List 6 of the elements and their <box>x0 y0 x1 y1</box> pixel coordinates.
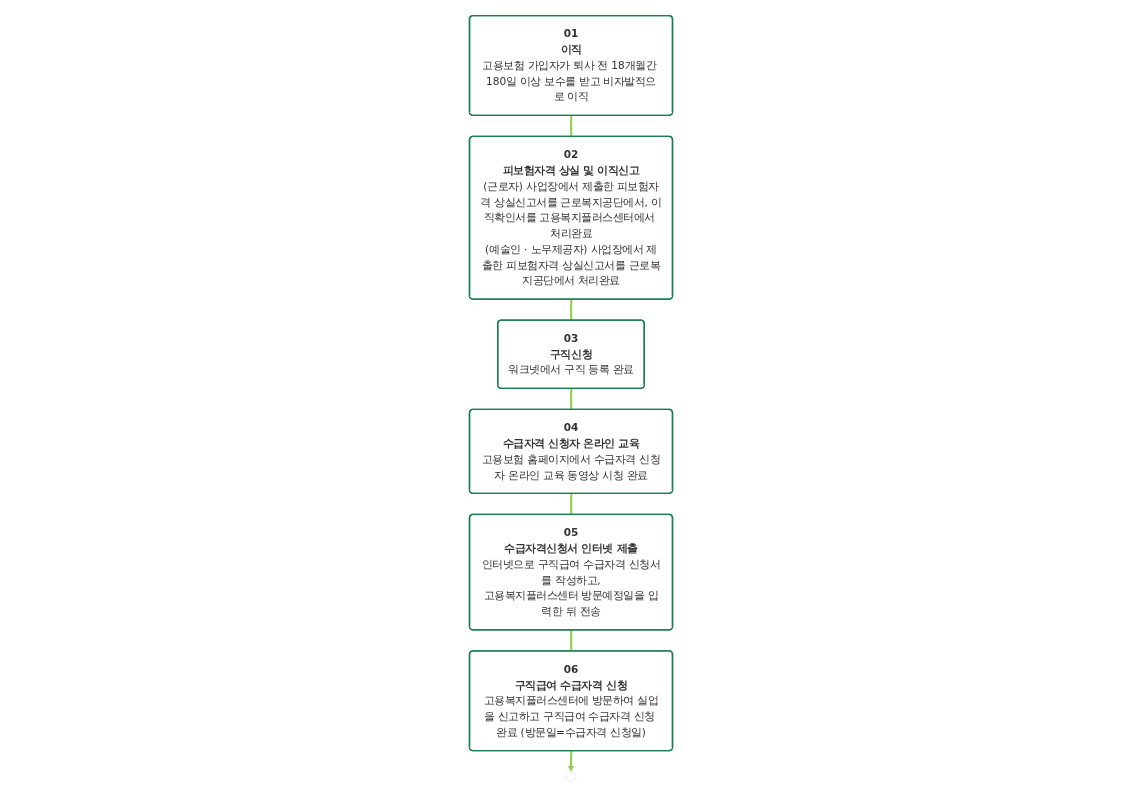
connector <box>569 388 572 410</box>
connector <box>569 493 572 515</box>
connector <box>569 299 572 321</box>
connector <box>569 630 572 652</box>
arrow <box>567 750 574 772</box>
connector <box>569 115 572 137</box>
